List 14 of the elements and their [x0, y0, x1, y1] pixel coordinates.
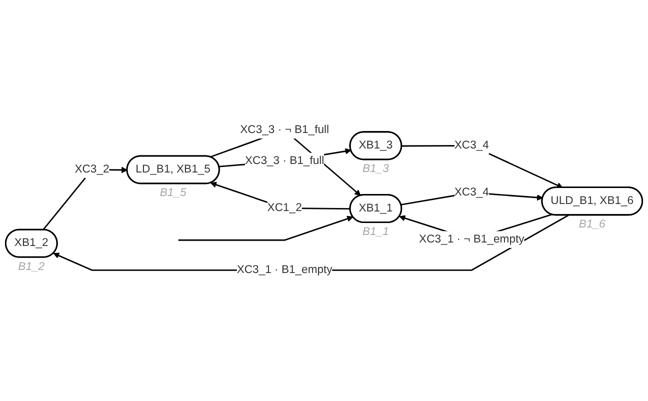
edge-label: XC3_3 · B1_full [245, 155, 324, 168]
arrow [178, 216, 354, 242]
edge-label: XC3_4 [454, 186, 489, 199]
state-caption: B1_3 [362, 164, 389, 176]
edge-label: XC3_1 · B1_empty [236, 264, 332, 276]
state-caption: B1_1 [362, 226, 389, 238]
edge-label: XC3_2 [74, 164, 110, 176]
edge-label: XC3_1 · ¬ B1_empty [419, 234, 524, 246]
edge-label: XC3_4 [454, 140, 489, 152]
edge-label: XC1_2 [267, 202, 302, 214]
edge-label: XC3_3 · ¬ B1_full [240, 124, 330, 136]
state-caption: B1_5 [160, 188, 186, 200]
state-caption: B1_2 [18, 261, 45, 274]
state-caption: B1_6 [578, 218, 606, 231]
